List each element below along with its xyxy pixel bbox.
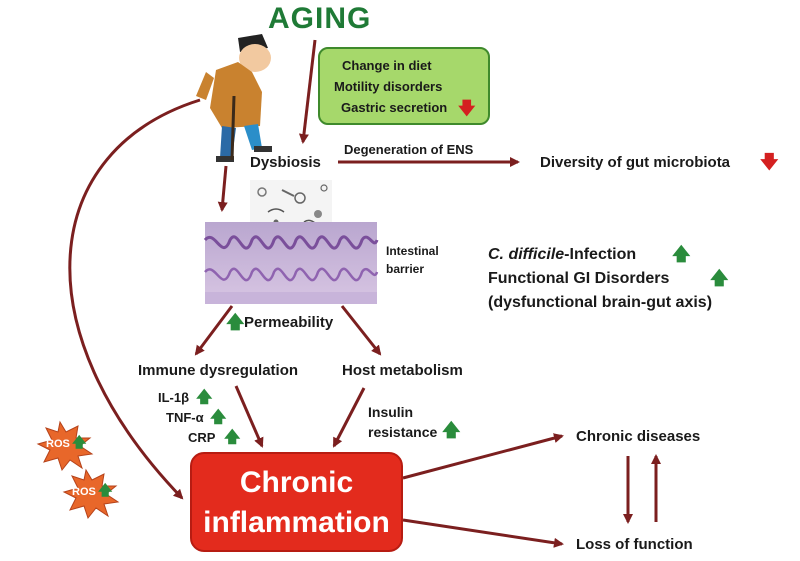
node-immune: Immune dysregulation	[138, 362, 299, 379]
ros-label-1: ROS	[46, 438, 70, 450]
node-dysbiosis: Dysbiosis	[250, 154, 321, 171]
factor-diet: Change in diet	[342, 58, 432, 73]
arrow-inflammation-diseases	[402, 433, 564, 480]
label-inflammation: inflammation	[203, 506, 390, 539]
up-arrow-icon: 🡅	[210, 409, 227, 426]
arrow-man-dysbiosis	[217, 165, 228, 212]
arrow-barrier-immune	[194, 305, 234, 356]
chronic-inflammation-box	[190, 452, 403, 552]
label-crp: CRP	[188, 430, 216, 445]
arrow-host-inflammation	[332, 387, 366, 448]
label-resistance: resistance	[368, 424, 438, 440]
label-functional-gi: Functional GI Disorders	[488, 270, 670, 287]
label-barrier: barrier	[386, 262, 425, 276]
arrow-inflammation-loss	[402, 518, 564, 548]
label-tnfa: TNF-α	[166, 410, 204, 425]
up-arrow-icon: 🡅	[72, 434, 87, 450]
intestinal-tissue-micrograph	[203, 222, 379, 304]
up-arrow-icon: 🡅	[196, 389, 213, 406]
page-title: AGING	[268, 2, 372, 35]
elderly-man-icon	[196, 34, 272, 162]
ros-starburst-2	[62, 468, 120, 520]
up-arrow-icon: 🡅	[224, 429, 241, 446]
arrow-man-inflammation	[68, 98, 201, 500]
up-arrow-icon: 🡅	[442, 420, 461, 440]
up-arrow-icon: 🡅	[710, 268, 729, 288]
microbiota-micrograph	[250, 180, 332, 230]
node-chronic-diseases: Chronic diseases	[576, 428, 701, 445]
arrows	[68, 39, 661, 548]
up-arrow-icon: 🡅	[672, 244, 691, 264]
up-arrow-icon: 🡅	[226, 312, 245, 332]
label-il1b: IL-1β	[158, 390, 190, 405]
down-arrow-icon: 🡇	[458, 99, 476, 118]
node-diversity: Diversity of gut microbiota	[540, 154, 731, 171]
label-intestinal: Intestinal	[386, 244, 439, 258]
ros-label-2: ROS	[72, 486, 96, 498]
label-permeability: Permeability	[244, 314, 334, 331]
arrow-barrier-host	[340, 305, 382, 356]
label-brain-gut: (dysfunctional brain-gut axis)	[488, 294, 713, 311]
label-cdiff-rest: -Infection	[564, 246, 637, 263]
arrow-aging-dysbiosis	[298, 39, 317, 144]
ros-starburst-1	[36, 420, 94, 472]
label-chronic: Chronic	[239, 466, 354, 499]
label-cdiff-italic: C. difficile	[488, 246, 565, 263]
label-insulin: Insulin	[368, 404, 414, 420]
arrow-immune-inflammation	[234, 385, 264, 448]
down-arrow-icon: 🡇	[760, 152, 779, 172]
aging-factors-box	[318, 47, 490, 125]
label-degeneration-ens: Degeneration of ENS	[344, 142, 474, 157]
label-cdiff: C. difficile-Infection	[488, 246, 636, 264]
up-arrow-icon: 🡅	[98, 482, 113, 498]
factor-motility: Motility disorders	[334, 79, 443, 94]
node-host: Host metabolism	[342, 362, 463, 379]
node-loss-of-function: Loss of function	[576, 536, 693, 553]
factor-gastric: Gastric secretion	[341, 100, 448, 115]
